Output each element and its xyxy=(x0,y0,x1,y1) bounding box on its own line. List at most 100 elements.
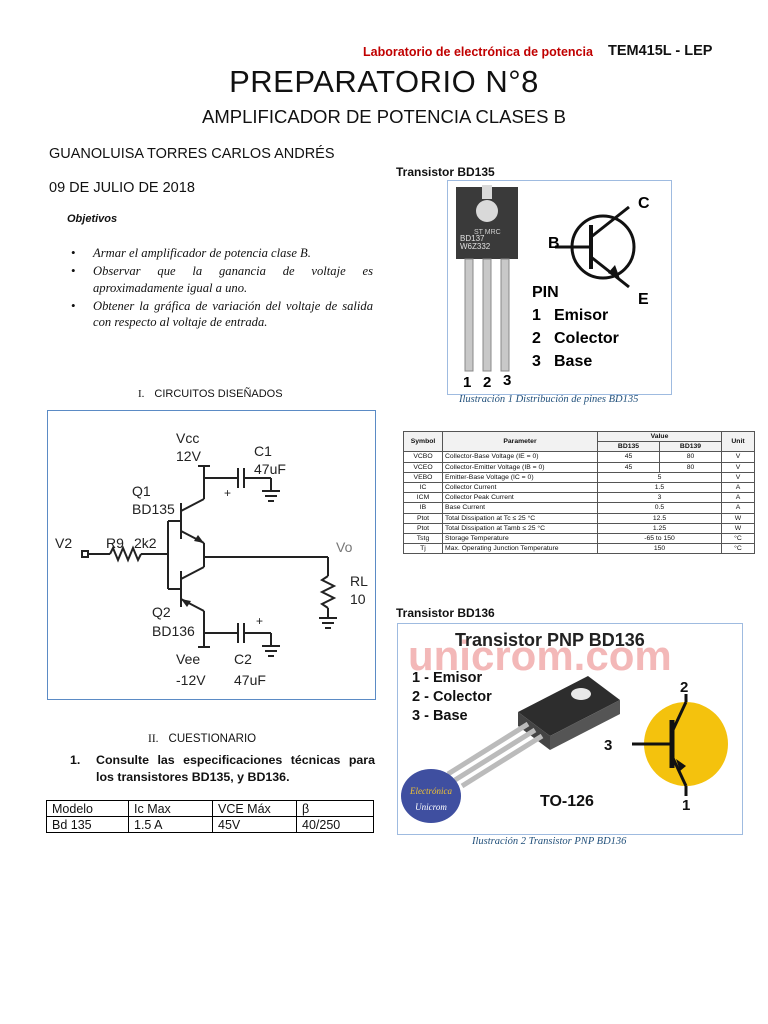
vcc-label: Vcc xyxy=(176,430,199,446)
table-cell: 0.5 xyxy=(597,502,722,514)
table-cell: Collector-Base Voltage (IE = 0) xyxy=(442,451,598,463)
table-cell: Ptot xyxy=(403,512,443,524)
course-code: TEM415L - LEP xyxy=(608,43,713,59)
bd135-image-frame: ST MRC BD137 W6Z332 1 2 3 C B E PIN 1 Em… xyxy=(447,180,672,395)
author-name: GUANOLUISA TORRES CARLOS ANDRÉS xyxy=(49,146,335,162)
pin-c-label: C xyxy=(638,195,650,212)
section-number: II. xyxy=(148,733,159,745)
table-cell: Total Dissipation at Tamb ≤ 25 °C xyxy=(442,522,598,534)
table-cell: 1.5 xyxy=(597,481,722,494)
section-title: CIRCUITOS DISEÑADOS xyxy=(154,388,283,400)
npn-transistor-symbol-icon xyxy=(555,205,636,289)
vo-label: Vo xyxy=(336,539,353,555)
vcc-value: 12V xyxy=(176,448,202,464)
pin-line: 1 - Emisor xyxy=(412,670,482,686)
symbol-pin-number: 2 xyxy=(680,679,688,696)
table-cell: 80 xyxy=(659,451,722,463)
c2-plus: + xyxy=(256,614,263,628)
bd135-datasheet-table: Symbol Parameter Value Unit BD135 BD139 … xyxy=(403,430,755,555)
section-number: I. xyxy=(138,388,145,400)
section-title: CUESTIONARIO xyxy=(168,733,257,745)
pin-line: 2 - Colector xyxy=(412,689,492,705)
page-subtitle: AMPLIFICADOR DE POTENCIA CLASES B xyxy=(202,106,566,127)
c2-value: 47uF xyxy=(234,672,266,688)
class-b-amplifier-circuit: Vcc 12V C1 47uF + Q1 BD135 V2 R9 2k2 Vo … xyxy=(55,430,368,688)
objective-item: Observar que la ganancia de voltaje es a… xyxy=(70,263,373,296)
table-header-cell: Parameter xyxy=(442,430,598,453)
pin-number: 2 xyxy=(532,330,541,347)
table-header-cell: BD135 xyxy=(597,441,660,453)
table-cell: 12.5 xyxy=(597,512,722,524)
to126-package xyxy=(446,676,620,789)
c2-label: C2 xyxy=(234,651,252,667)
table-cell: W xyxy=(721,522,755,534)
pin-name: Base xyxy=(554,353,592,370)
table-cell: VCBO xyxy=(403,451,443,463)
table-cell: ICM xyxy=(403,492,443,504)
unicrom-logo-icon: Electrónica Unicrom xyxy=(401,769,461,823)
bd135-pinout-image: ST MRC BD137 W6Z332 1 2 3 C B E PIN 1 Em… xyxy=(456,185,650,391)
table-row: Bd 135 1.5 A 45V 40/250 xyxy=(46,816,374,833)
table-cell: 45V xyxy=(212,816,297,833)
table-cell: W xyxy=(721,512,755,524)
pin-line: 3 - Base xyxy=(412,708,468,724)
section-heading-questionnaire: II. CUESTIONARIO xyxy=(148,733,256,745)
symbol-pin-number: 3 xyxy=(604,737,612,754)
pin-number: 1 xyxy=(532,307,541,324)
table-cell: Collector-Emitter Voltage (IB = 0) xyxy=(442,461,598,473)
figure-caption-2: Ilustración 2 Transistor PNP BD136 xyxy=(472,836,627,847)
r9-label: R9 xyxy=(106,535,124,551)
c1-label: C1 xyxy=(254,443,272,459)
pin-heading: PIN xyxy=(532,284,559,301)
q2-value: BD136 xyxy=(152,623,195,639)
logo-bottom-text: Unicrom xyxy=(415,802,447,812)
table-cell: °C xyxy=(721,543,755,555)
circuit-diagram-frame: Vcc 12V C1 47uF + Q1 BD135 V2 R9 2k2 Vo … xyxy=(47,410,376,700)
pin-e-label: E xyxy=(638,291,649,308)
table-cell: VCEO xyxy=(403,461,443,473)
table-cell: V xyxy=(721,461,755,473)
question-text: Consulte las especificaciones técnicas p… xyxy=(96,753,375,784)
document-date: 09 DE JULIO DE 2018 xyxy=(49,180,195,196)
table-cell: 45 xyxy=(597,461,660,473)
table-cell: A xyxy=(721,492,755,504)
figure-caption-1: Ilustración 1 Distribución de pines BD13… xyxy=(459,394,639,405)
watermark-text: unicrom.com xyxy=(408,632,672,679)
leg-number: 3 xyxy=(503,372,511,389)
table-cell: IB xyxy=(403,502,443,514)
pin-name: Colector xyxy=(554,330,619,347)
c1-value: 47uF xyxy=(254,461,286,477)
objective-item: Obtener la gráfica de variación del volt… xyxy=(70,298,373,331)
table-cell: Ptot xyxy=(403,522,443,534)
table-cell: -65 to 150 xyxy=(597,532,722,545)
table-cell: VEBO xyxy=(403,471,443,483)
table-cell: Collector Current xyxy=(442,481,598,494)
table-cell: Base Current xyxy=(442,502,598,514)
rl-label: RL xyxy=(350,573,368,589)
package-marking: BD137 xyxy=(460,234,485,243)
pnp-transistor-symbol-icon xyxy=(632,694,728,796)
vee-label: Vee xyxy=(176,651,200,667)
table-cell: Collector Peak Current xyxy=(442,492,598,504)
package-marking: ST MRC xyxy=(474,229,501,236)
objectives-list: Armar el amplificador de potencia clase … xyxy=(70,245,373,332)
objectives-heading: Objetivos xyxy=(67,213,118,225)
table-cell: 45 xyxy=(597,451,660,463)
table-cell: Bd 135 xyxy=(46,816,129,833)
question-1: 1. Consulte las especificaciones técnica… xyxy=(70,752,375,786)
r9-value: 2k2 xyxy=(134,535,157,551)
logo-top-text: Electrónica xyxy=(409,786,452,796)
table-cell: Emitter-Base Voltage (IC = 0) xyxy=(442,471,598,483)
pin-b-label: B xyxy=(548,235,560,252)
vee-value: -12V xyxy=(176,672,206,688)
leg-number: 1 xyxy=(463,374,471,391)
table-cell: °C xyxy=(721,532,755,545)
bd136-image-frame: unicrom.com Transistor PNP BD136 1 - Emi… xyxy=(397,623,743,835)
table-cell: Storage Temperature xyxy=(442,532,598,545)
